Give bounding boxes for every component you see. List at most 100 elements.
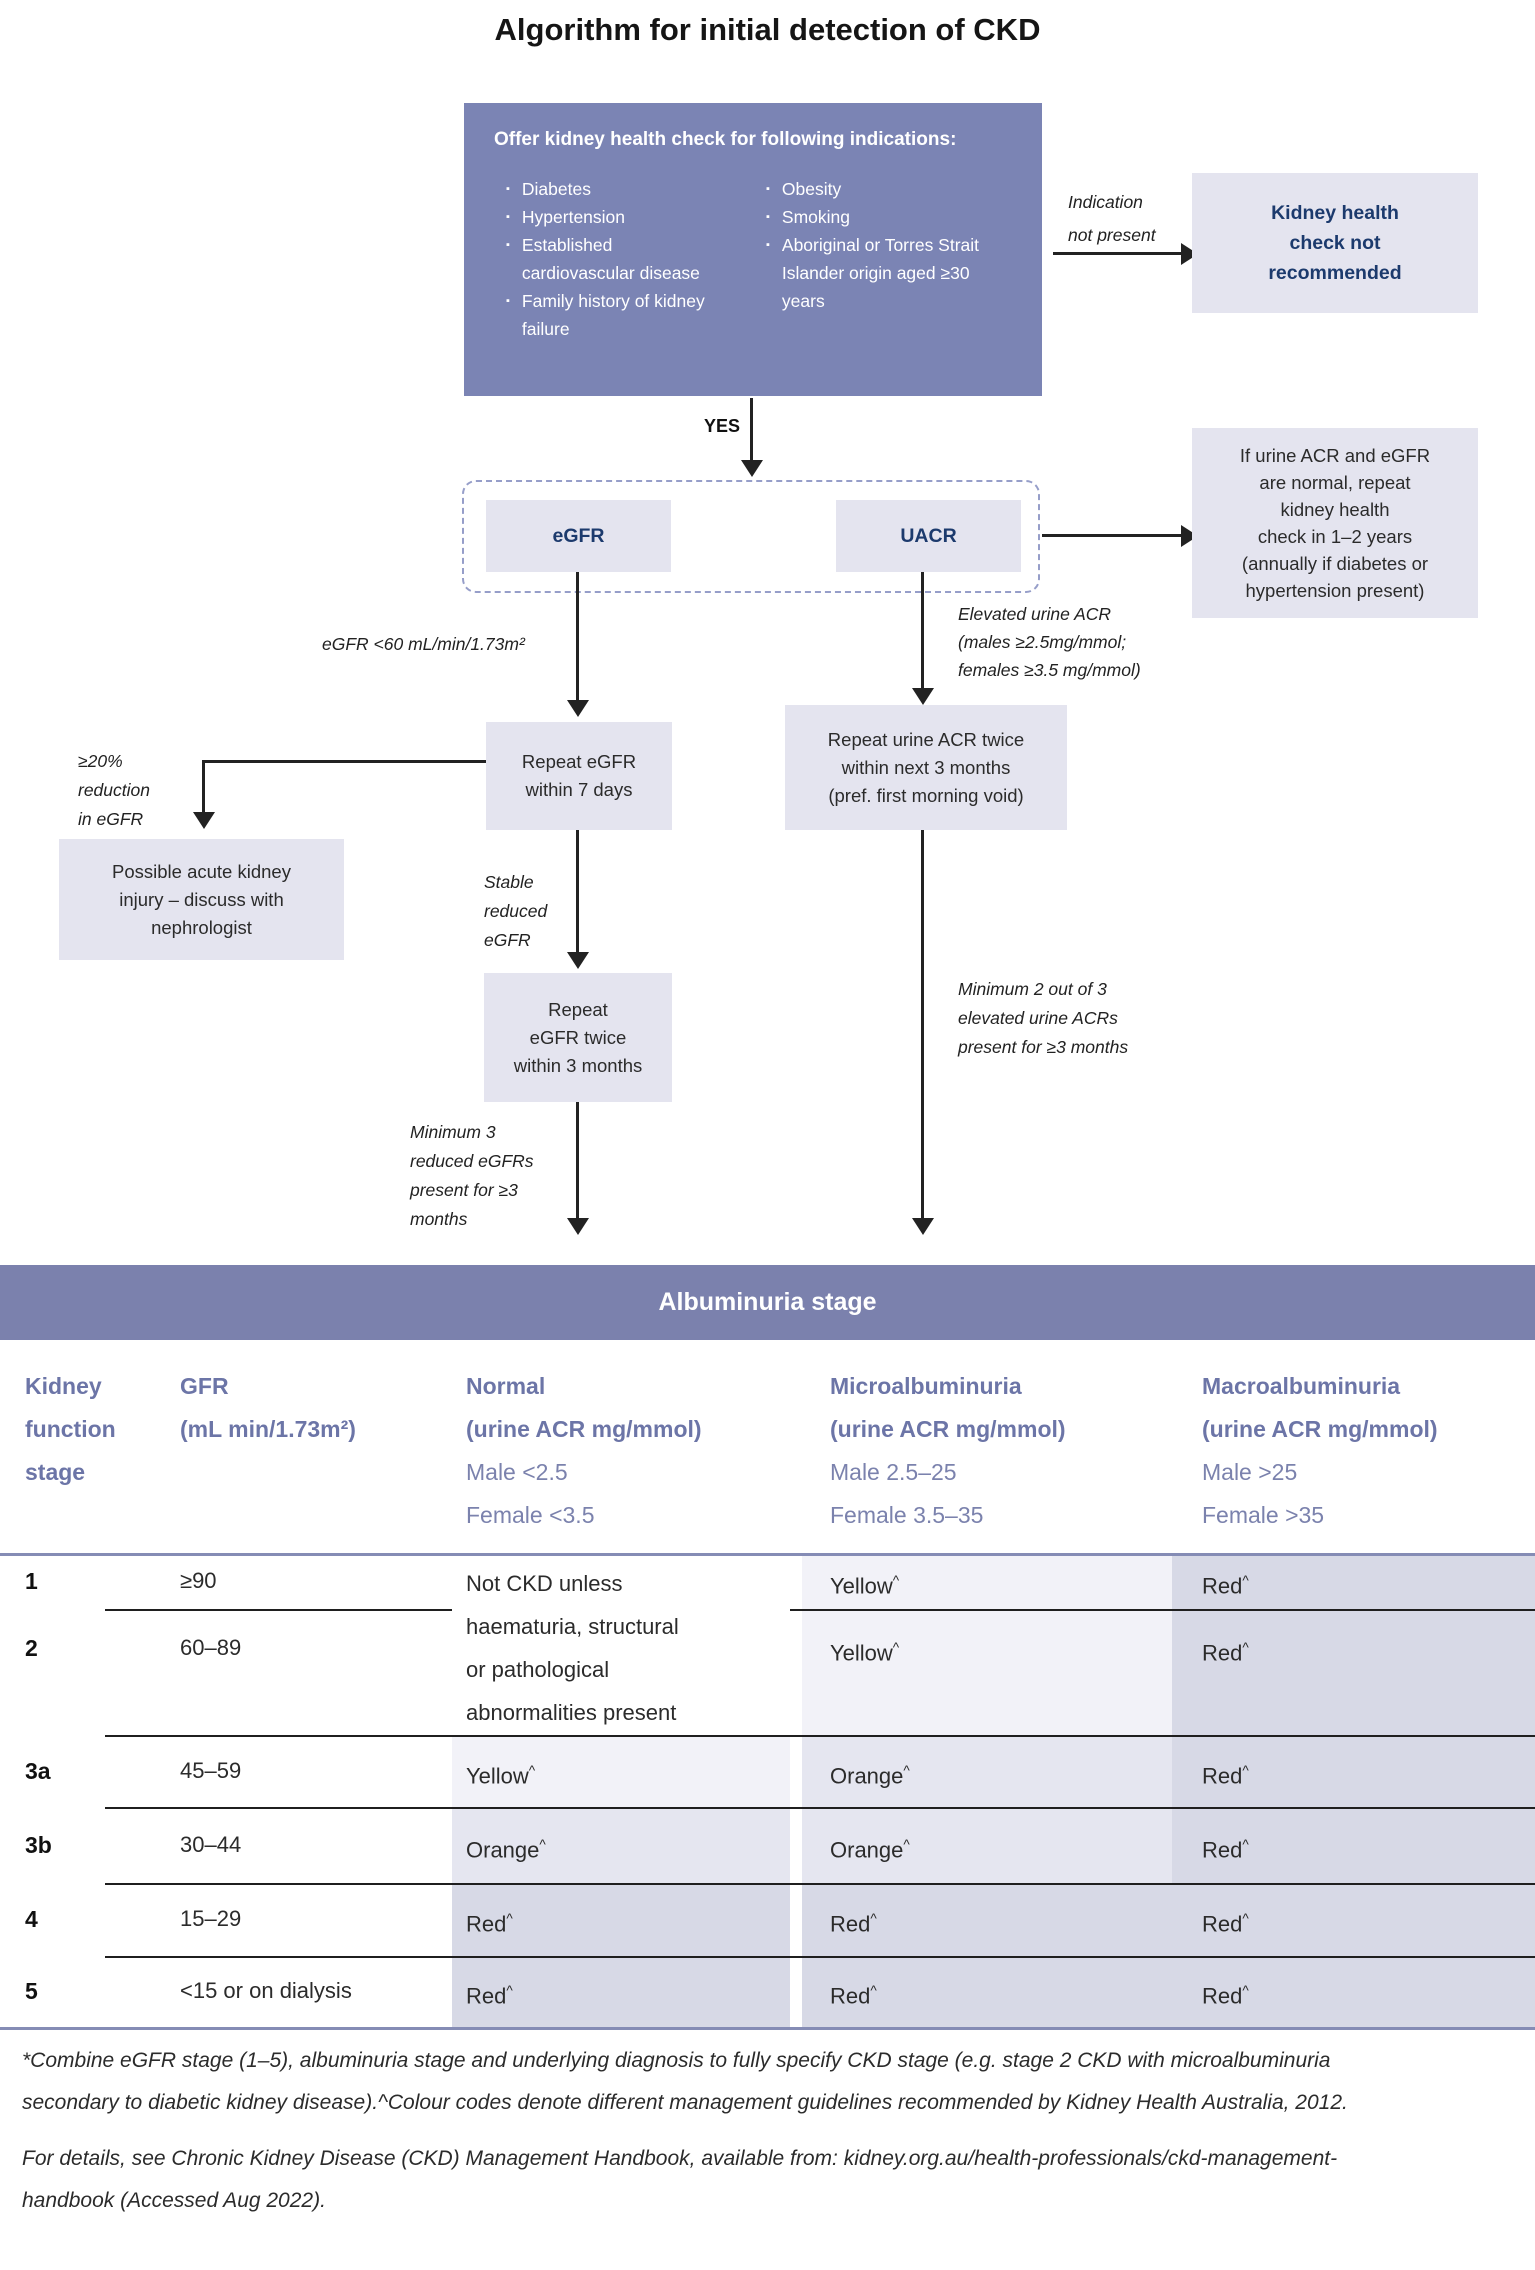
indications-heading: Offer kidney health check for following … [494,129,957,150]
column-header-micro-female: Female 3.5–35 [830,1502,984,1528]
column-header-gfr: GFR (mL min/1.73m²) [180,1373,356,1442]
cell-gfr-stage-1: ≥90 [180,1568,217,1593]
box-check-not-recommended: Kidney health check not recommended [1192,173,1478,313]
row-separator-1a [105,1609,452,1611]
cell-shade-micro-3a-3b [802,1735,1172,1883]
cell-shade-normal-4-5 [452,1883,790,2027]
cell-stage-stage-1: 1 [25,1568,38,1594]
row-separator-3a [105,1807,1535,1809]
albuminuria-stage-banner: Albuminuria stage [0,1265,1535,1340]
column-header-normal-sub: (urine ACR mg/mmol) [466,1416,702,1442]
column-header-microalbuminuria: Microalbuminuria (urine ACR mg/mmol) Mal… [830,1365,1170,1537]
column-header-macro-title: Macroalbuminuria [1202,1373,1401,1399]
cell-stage-stage-3a: 3a [25,1758,51,1784]
column-header-normal: Normal (urine ACR mg/mmol) Male <2.5 Fem… [466,1365,796,1537]
arrowhead-min3 [566,1218,589,1235]
cell-micro-stage-1: Yellow^ [830,1573,900,1599]
cell-shade-micro-1-2 [802,1555,1172,1735]
label-yes: YES [703,416,740,436]
indication-bullet-item: ▪ Established cardiovascular disease [506,231,726,287]
column-header-macro-female: Female >35 [1202,1502,1325,1528]
indication-bullet-item: ▪Family history of kidney failure [506,287,726,343]
box-acute-kidney-injury: Possible acute kidney injury – discuss w… [59,839,344,960]
cell-gfr-stage-3b: 30–44 [180,1832,242,1857]
arrow-line-yes [750,398,753,460]
arrow-line-egfr-low [576,572,579,700]
cell-normal-stage-3a: Yellow^ [466,1763,536,1789]
column-header-micro-title: Microalbuminuria [830,1373,1022,1399]
indication-bullet-label: Obesity [781,179,842,199]
bullet-icon: ▪ [506,295,510,307]
cell-normal-stage-4: Red^ [466,1911,513,1937]
indication-bullet-label: Aboriginal or Torres Strait Islander ori… [781,235,980,311]
indications-box: Offer kidney health check for following … [464,103,1042,396]
indication-bullet-label: Established cardiovascular disease [521,235,700,283]
label-minimum-2-of-3-acrs: Minimum 2 out of 3 elevated urine ACRs p… [958,979,1129,1057]
cell-macro-stage-3b: Red^ [1202,1837,1249,1863]
indication-bullet-label: Smoking [781,207,850,227]
column-header-macro-male: Male >25 [1202,1459,1298,1485]
cell-gfr-stage-4: 15–29 [180,1906,242,1931]
box-repeat-egfr-7-days: Repeat eGFR within 7 days [486,722,672,830]
cell-macro-stage-3a: Red^ [1202,1763,1249,1789]
tests-dashed-box [462,480,1040,593]
cell-gfr-stage-3a: 45–59 [180,1758,242,1783]
cell-micro-stage-3b: Orange^ [830,1837,910,1863]
arrowhead-elevated-acr [911,688,934,705]
row-separator-1b [790,1609,1535,1611]
label-20pct-reduction: ≥20% reduction in eGFR [78,751,150,829]
cell-gfr-stage-2: 60–89 [180,1635,242,1660]
column-header-macro-sub: (urine ACR mg/mmol) [1202,1416,1438,1442]
cell-macro-stage-1: Red^ [1202,1573,1249,1599]
indication-bullet-item: ▪ Obesity [766,175,1006,203]
row-separator-4 [105,1956,1535,1958]
cell-stage-stage-5: 5 [25,1978,38,2004]
box-repeat-egfr-3-months: Repeat eGFR twice within 3 months [484,973,672,1102]
indication-bullet-item: ▪ Aboriginal or Torres Strait Islander or… [766,231,1006,315]
cell-macro-stage-5: Red^ [1202,1983,1249,2009]
cell-stage-stage-4: 4 [25,1906,38,1932]
column-header-normal-title: Normal [466,1373,546,1399]
footnotes: *Combine eGFR stage (1–5), albuminuria s… [22,2040,1422,2236]
arrow-line-min2of3 [921,830,924,1218]
column-header-normal-female: Female <3.5 [466,1502,595,1528]
indication-bullet-item: ▪ Smoking [766,203,1006,231]
table-bottom-border [0,2027,1535,2030]
page-title: Algorithm for initial detection of CKD [494,12,1041,47]
box-repeat-urine-acr: Repeat urine ACR twice within next 3 mon… [785,705,1067,830]
label-minimum-3-egfrs: Minimum 3 reduced eGFRs present for ≥3 m… [410,1122,534,1229]
cell-micro-stage-3a: Orange^ [830,1763,910,1789]
cell-shade-normal-3b [452,1807,790,1883]
cell-macro-stage-4: Red^ [1202,1911,1249,1937]
row-separator-2 [105,1735,1535,1737]
label-stable-reduced-egfr: Stable reduced eGFR [484,872,548,950]
arrowhead-reduction [192,812,215,829]
box-egfr: eGFR [486,500,671,572]
box-uacr: UACR [836,500,1021,572]
arrow-line-reduction-vertical [202,760,205,812]
cell-micro-stage-5: Red^ [830,1983,877,2009]
arrow-line-elevated-acr [921,572,924,688]
indications-list-right: ▪ Obesity ▪ Smoking ▪ Aboriginal or Torres St… [766,175,1006,315]
column-header-micro-sub: (urine ACR mg/mmol) [830,1416,1066,1442]
bullet-icon: ▪ [506,211,510,223]
bullet-icon: ▪ [766,239,770,251]
arrow-line-not-present [1053,252,1183,255]
bullet-icon: ▪ [766,183,770,195]
cell-normal-stage-3b: Orange^ [466,1837,546,1863]
indications-list-left: ▪Diabetes▪Hypertension▪Established cardi… [506,175,726,343]
column-header-micro-male: Male 2.5–25 [830,1459,957,1485]
arrow-line-normal-results [1042,534,1182,537]
cell-shade-micro-4-5 [802,1883,1172,2027]
bullet-icon: ▪ [506,239,510,251]
arrow-line-min3 [576,1102,579,1218]
footnote-handbook: For details, see Chronic Kidney Disease … [22,2147,1338,2212]
indication-bullet-item: ▪Hypertension [506,203,726,231]
label-indication-not-present: Indication not present [1068,192,1156,245]
arrowhead-min2of3 [911,1218,934,1235]
bullet-icon: ▪ [766,211,770,223]
cell-shade-macro-all [1172,1555,1535,2027]
arrow-line-stable [576,830,579,952]
indication-bullet-item: ▪Diabetes [506,175,726,203]
